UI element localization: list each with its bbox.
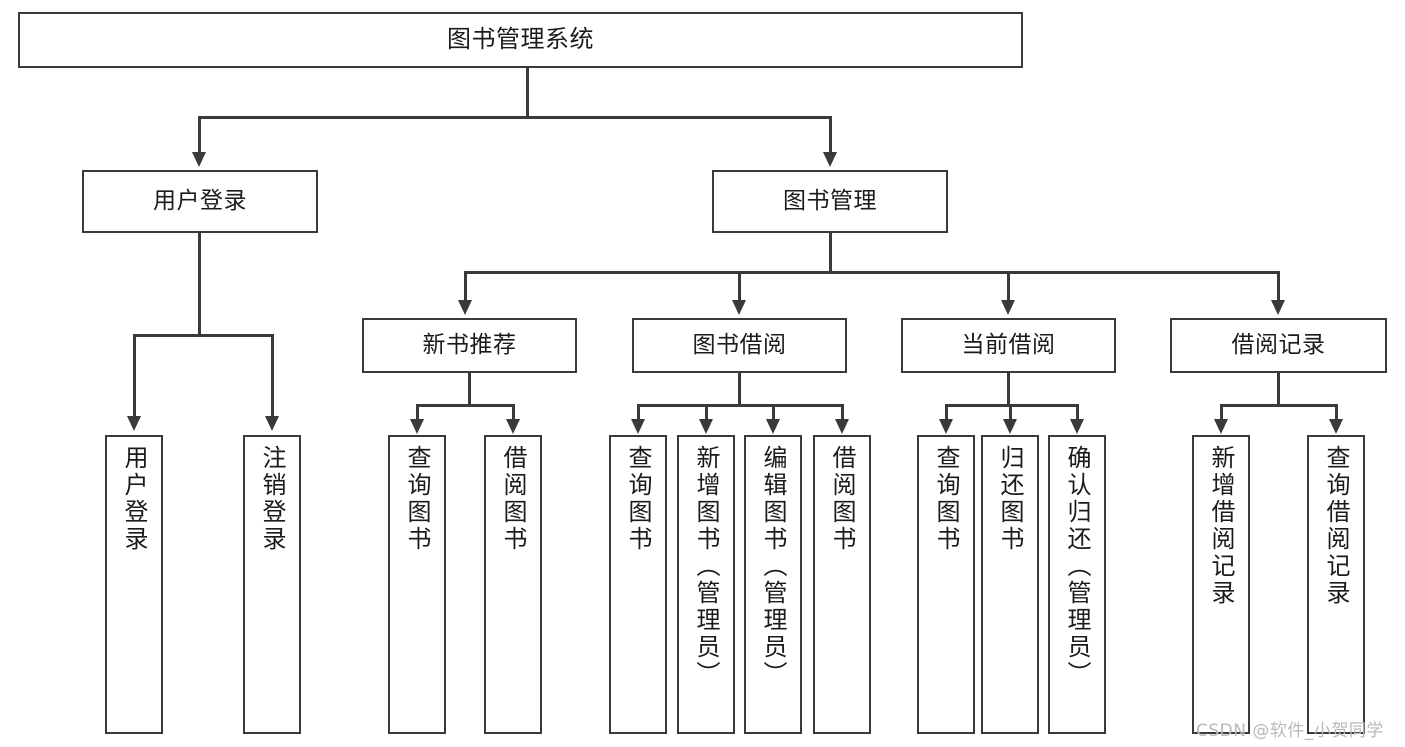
- node-label: 编辑图书（管理员）: [759, 445, 787, 688]
- node-label: 注销登录: [258, 445, 286, 553]
- connector-current-borrow-leaf-1: [945, 404, 948, 421]
- leaf-borrow-record-add[interactable]: 新增借阅记录: [1192, 435, 1250, 734]
- node-label: 确认归还（管理员）: [1063, 445, 1091, 688]
- arrowhead-leaf-new-book-1: [410, 419, 424, 434]
- node-label: 图书借阅: [692, 332, 787, 359]
- arrowhead-leaf-book-borrow-4: [835, 419, 849, 434]
- connector-borrow-record-bar: [1220, 404, 1336, 407]
- leaf-book-borrow-edit[interactable]: 编辑图书（管理员）: [744, 435, 802, 734]
- node-label: 图书管理: [783, 188, 877, 215]
- connector-user-login-leaf-2: [271, 334, 274, 419]
- connector-root-bar: [198, 116, 831, 119]
- leaf-book-borrow-query[interactable]: 查询图书: [609, 435, 667, 734]
- arrowhead-leaf-book-borrow-2: [699, 419, 713, 434]
- connector-root-trunk: [526, 68, 529, 117]
- leaf-new-book-borrow[interactable]: 借阅图书: [484, 435, 542, 734]
- leaf-book-borrow-borrow[interactable]: 借阅图书: [813, 435, 871, 734]
- connector-current-borrow-trunk: [1007, 373, 1010, 406]
- arrowhead-leaf-user-login-1: [127, 416, 141, 431]
- leaf-current-borrow-return[interactable]: 归还图书: [981, 435, 1039, 734]
- arrowhead-current-borrow: [1001, 300, 1015, 315]
- connector-book-manage-child-1: [464, 271, 467, 303]
- arrowhead-leaf-borrow-record-1: [1214, 419, 1228, 434]
- node-label: 新书推荐: [422, 332, 517, 359]
- arrowhead-leaf-book-borrow-1: [631, 419, 645, 434]
- connector-user-login-trunk: [198, 233, 201, 336]
- node-label: 新增图书（管理员）: [692, 445, 720, 688]
- connector-book-borrow-leaf-4: [841, 404, 844, 421]
- connector-book-borrow-bar: [637, 404, 842, 407]
- connector-user-login-leaf-1: [133, 334, 136, 419]
- node-book-borrow[interactable]: 图书借阅: [632, 318, 847, 373]
- connector-user-login-bar: [133, 334, 272, 337]
- connector-book-borrow-leaf-3: [772, 404, 775, 421]
- arrowhead-leaf-user-login-2: [265, 416, 279, 431]
- connector-root-to-book-manage: [829, 116, 832, 156]
- connector-book-manage-child-2: [738, 271, 741, 303]
- node-label: 借阅图书: [828, 445, 856, 553]
- connector-borrow-record-leaf-1: [1220, 404, 1223, 421]
- connector-borrow-record-leaf-2: [1335, 404, 1338, 421]
- connector-book-borrow-leaf-2: [705, 404, 708, 421]
- node-label: 归还图书: [996, 445, 1024, 553]
- node-label: 图书管理系统: [447, 25, 594, 54]
- node-label: 查询借阅记录: [1322, 445, 1350, 607]
- connector-current-borrow-leaf-3: [1076, 404, 1079, 421]
- connector-book-borrow-trunk: [738, 373, 741, 406]
- arrowhead-leaf-current-borrow-3: [1070, 419, 1084, 434]
- connector-book-manage-trunk: [829, 233, 832, 273]
- node-new-book-recommend[interactable]: 新书推荐: [362, 318, 577, 373]
- connector-new-book-trunk: [468, 373, 471, 406]
- node-book-manage[interactable]: 图书管理: [712, 170, 948, 233]
- arrowhead-leaf-new-book-2: [506, 419, 520, 434]
- arrowhead-leaf-book-borrow-3: [766, 419, 780, 434]
- leaf-user-login-logout[interactable]: 注销登录: [243, 435, 301, 734]
- leaf-current-borrow-confirm[interactable]: 确认归还（管理员）: [1048, 435, 1106, 734]
- arrowhead-book-manage: [823, 152, 837, 167]
- arrowhead-borrow-record: [1271, 300, 1285, 315]
- node-label: 查询图书: [624, 445, 652, 553]
- arrowhead-book-borrow: [732, 300, 746, 315]
- leaf-new-book-query[interactable]: 查询图书: [388, 435, 446, 734]
- connector-current-borrow-leaf-2: [1009, 404, 1012, 421]
- connector-new-book-leaf-2: [512, 404, 515, 421]
- node-label: 用户登录: [153, 188, 247, 215]
- arrowhead-user-login: [192, 152, 206, 167]
- node-label: 新增借阅记录: [1207, 445, 1235, 607]
- connector-borrow-record-trunk: [1277, 373, 1280, 406]
- leaf-borrow-record-query[interactable]: 查询借阅记录: [1307, 435, 1365, 734]
- arrowhead-leaf-current-borrow-1: [939, 419, 953, 434]
- connector-new-book-leaf-1: [416, 404, 419, 421]
- node-current-borrow[interactable]: 当前借阅: [901, 318, 1116, 373]
- arrowhead-leaf-current-borrow-2: [1003, 419, 1017, 434]
- leaf-book-borrow-add[interactable]: 新增图书（管理员）: [677, 435, 735, 734]
- node-label: 用户登录: [120, 445, 148, 553]
- node-borrow-record[interactable]: 借阅记录: [1170, 318, 1387, 373]
- node-label: 借阅记录: [1231, 332, 1326, 359]
- node-label: 当前借阅: [961, 332, 1056, 359]
- connector-book-borrow-leaf-1: [637, 404, 640, 421]
- node-root-system[interactable]: 图书管理系统: [18, 12, 1023, 68]
- leaf-user-login-login[interactable]: 用户登录: [105, 435, 163, 734]
- connector-book-manage-child-3: [1007, 271, 1010, 303]
- node-label: 借阅图书: [499, 445, 527, 553]
- leaf-current-borrow-query[interactable]: 查询图书: [917, 435, 975, 734]
- connector-new-book-bar: [416, 404, 514, 407]
- arrowhead-new-book-recommend: [458, 300, 472, 315]
- node-label: 查询图书: [932, 445, 960, 553]
- connector-book-manage-child-4: [1277, 271, 1280, 303]
- connector-root-to-user-login: [198, 116, 201, 156]
- node-user-login[interactable]: 用户登录: [82, 170, 318, 233]
- connector-book-manage-bar: [464, 271, 1279, 274]
- arrowhead-leaf-borrow-record-2: [1329, 419, 1343, 434]
- node-label: 查询图书: [403, 445, 431, 553]
